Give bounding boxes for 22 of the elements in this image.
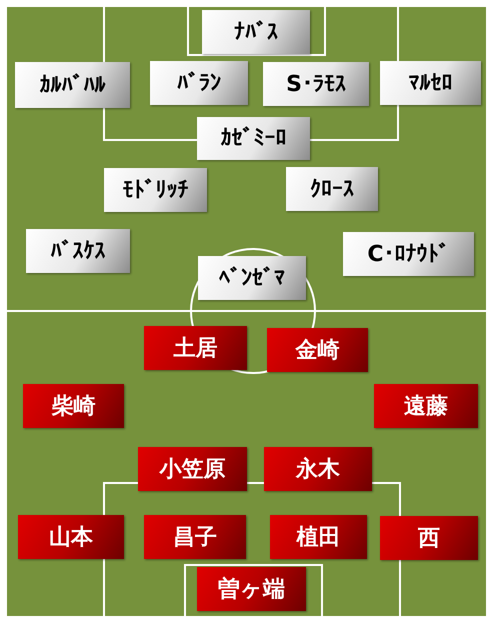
player-name-box: 土居 [144, 326, 247, 370]
player-name-box: ﾏﾙｾﾛ [380, 61, 481, 105]
player-name-box: S･ﾗﾓｽ [263, 62, 369, 106]
player-name-box: ｶﾙﾊﾞﾊﾙ [15, 62, 130, 108]
player-name-box: ﾊﾞﾗﾝ [150, 61, 248, 105]
player-name-box: 曽ヶ端 [197, 567, 306, 611]
player-name-box: ﾍﾞﾝｾﾞﾏ [198, 256, 306, 300]
player-name-box: 柴崎 [23, 384, 124, 428]
player-name-box: 遠藤 [374, 384, 478, 428]
player-name-box: ｶｾﾞﾐｰﾛ [197, 117, 310, 160]
player-name-box: 金崎 [267, 328, 368, 372]
player-name-box: 植田 [270, 515, 367, 559]
player-name-box: 永木 [264, 447, 372, 491]
player-name-box: ﾊﾞｽｹｽ [26, 229, 130, 273]
player-name-box: 西 [380, 516, 478, 560]
player-name-box: 山本 [18, 515, 124, 559]
player-name-box: 昌子 [144, 515, 246, 559]
player-name-box: ｸﾛｰｽ [286, 167, 378, 211]
player-name-box: C･ﾛﾅｳﾄﾞ [343, 232, 474, 276]
player-name-box: ﾓﾄﾞﾘｯﾁ [104, 168, 207, 212]
player-name-box: 小笠原 [138, 447, 247, 491]
player-name-box: ﾅﾊﾞｽ [202, 10, 310, 54]
